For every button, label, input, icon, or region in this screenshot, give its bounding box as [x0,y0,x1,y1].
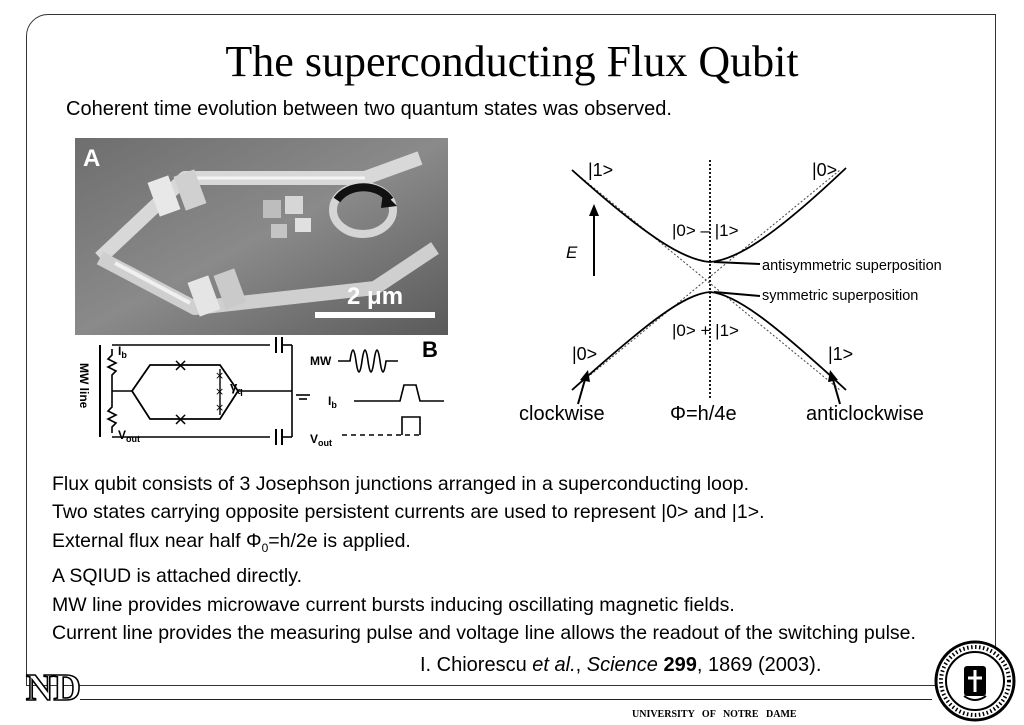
svg-text:anticlockwise: anticlockwise [806,403,924,425]
svg-text:×: × [215,369,224,382]
university-seal-logo [934,640,1016,722]
footer-divider [80,699,932,700]
svg-text:Vout: Vout [118,428,140,444]
qubit-micrograph-image: A 2 μm [75,138,448,335]
body-line: A SQIUD is attached directly. [52,565,302,588]
svg-text:×: × [215,385,224,398]
body-line: External flux near half Φ0=h/2e is appli… [52,529,411,555]
svg-text:MW: MW [310,354,332,368]
svg-text:×: × [173,355,188,376]
energy-level-diagram: E |1> |0> |0> – |1> |0> + |1> |0> |1> an… [519,160,942,425]
svg-text:×: × [215,401,224,414]
svg-text:Φ=h/4e: Φ=h/4e [670,403,737,425]
body-line: MW line provides microwave current burst… [52,593,735,616]
svg-text:|0>: |0> [572,344,597,364]
scale-bar-label: 2 μm [347,283,403,310]
svg-text:ND: ND [26,667,80,708]
svg-text:clockwise: clockwise [519,403,605,425]
citation: I. Chiorescu et al., Science 299, 1869 (… [420,654,822,676]
footer-university: UNIVERSITY OF NOTRE DAME [632,709,797,720]
svg-text:symmetric superposition: symmetric superposition [762,288,918,304]
measurement-circuit-diagram: MW line Ib Vout × × × × × γq MW Ib Vout … [70,335,448,447]
svg-text:|0>: |0> [812,160,837,180]
slide-frame [26,14,996,686]
body-line: Flux qubit consists of 3 Josephson junct… [52,473,750,495]
slide-title: The superconducting Flux Qubit [225,37,799,86]
svg-text:|1>: |1> [588,160,613,180]
body-line: Two states carrying opposite persistent … [52,501,765,524]
svg-text:Ib: Ib [328,394,337,410]
svg-text:×: × [173,409,188,430]
svg-text:|0> – |1>: |0> – |1> [672,221,739,240]
svg-text:E: E [566,243,578,262]
micrograph-panel-label: A [83,145,100,172]
notre-dame-monogram-logo: ND [25,666,80,708]
body-line: Current line provides the measuring puls… [52,621,916,644]
svg-text:antisymmetric superposition: antisymmetric superposition [762,258,942,274]
mw-line-label: MW line [77,363,91,409]
svg-text:γq: γq [230,379,243,396]
svg-text:|0> + |1>: |0> + |1> [672,321,739,340]
slide-subtitle: Coherent time evolution between two quan… [66,98,672,120]
body-text: Flux qubit consists of 3 Josephson junct… [52,470,965,647]
svg-text:|1>: |1> [828,344,853,364]
circuit-panel-label: B [422,337,438,362]
svg-text:Vout: Vout [310,432,332,447]
svg-text:Ib: Ib [118,344,127,360]
